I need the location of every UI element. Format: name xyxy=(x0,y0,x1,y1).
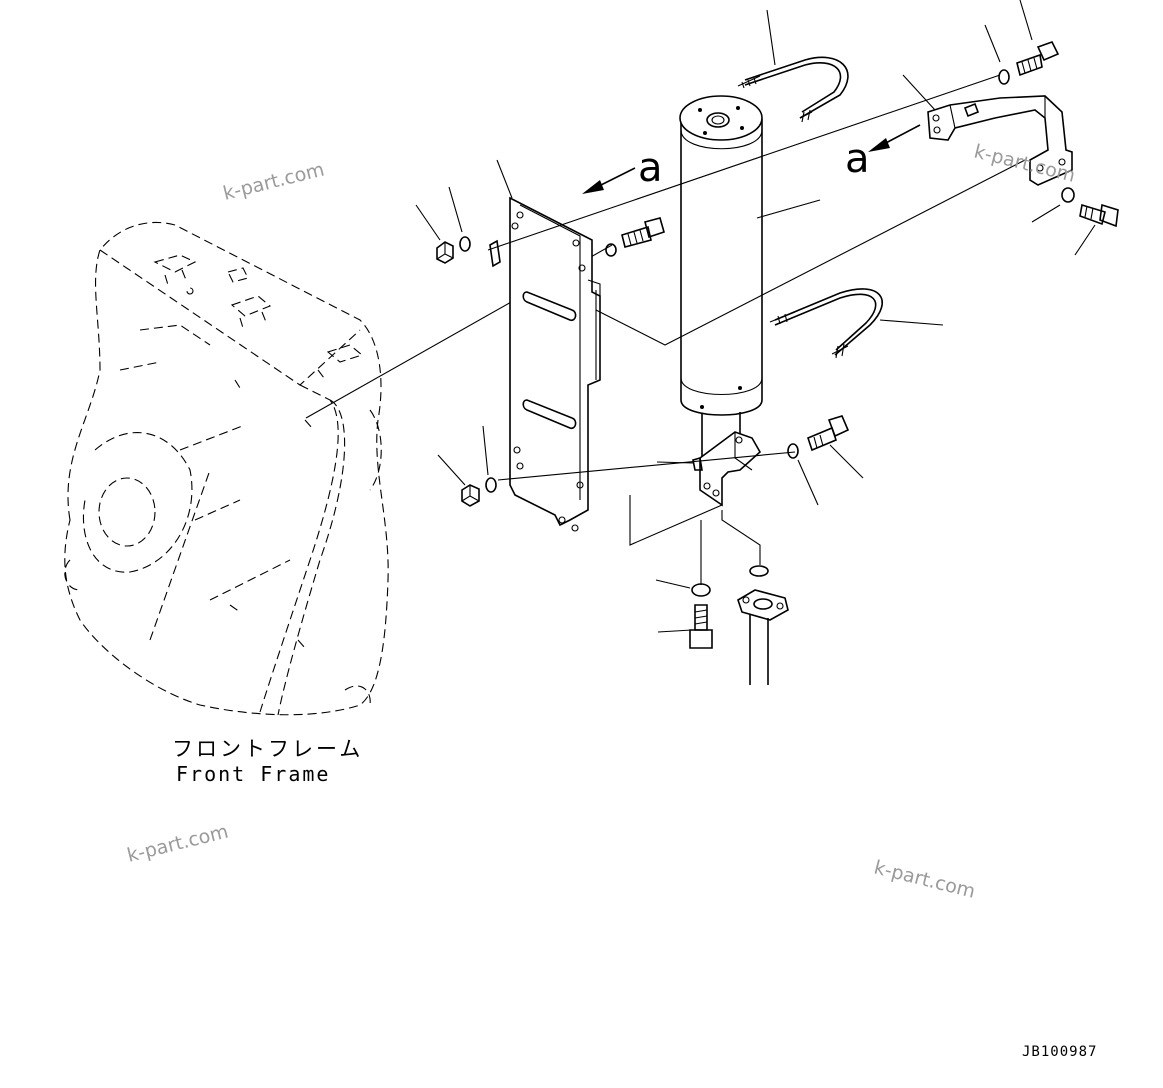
frame-caption-japanese: フロントフレーム xyxy=(172,737,363,761)
frame-caption-english: Front Frame xyxy=(176,762,330,786)
leader-lines xyxy=(415,0,1096,633)
washer-bottom xyxy=(691,583,711,597)
drawing-number: JB100987 xyxy=(1022,1044,1097,1060)
bolt-upper-right xyxy=(1016,41,1060,77)
bolt-plate xyxy=(621,217,665,248)
nut-upper-left xyxy=(436,241,454,264)
alignment-lines xyxy=(487,74,1026,585)
lower-bracket xyxy=(692,431,762,507)
muffler-cylinder xyxy=(679,95,763,460)
bracket-view-letter: a xyxy=(845,136,870,182)
washer-lower-left xyxy=(485,477,497,493)
nut-lower-left xyxy=(461,484,480,507)
upper-strap-bracket xyxy=(927,95,1073,186)
bolt-bottom xyxy=(689,604,713,649)
mounting-plate xyxy=(489,196,601,532)
gasket xyxy=(749,565,769,577)
plate-view-letter: a xyxy=(638,145,663,191)
watermark-bottom-right: k-part.com xyxy=(872,857,978,903)
washer-upper-left xyxy=(459,236,471,252)
bracket-view-arrow: a xyxy=(845,124,921,182)
bolt-lower-bracket xyxy=(807,415,850,452)
watermark-top-left: k-part.com xyxy=(221,158,327,204)
washer-plate xyxy=(605,243,617,257)
plate-view-arrow: a xyxy=(582,145,663,194)
lower-u-bolt xyxy=(769,288,883,359)
washer-upper-right xyxy=(998,69,1010,85)
front-frame xyxy=(64,221,389,716)
upper-u-bolt xyxy=(737,56,849,123)
bolt-right xyxy=(1079,203,1119,228)
exhaust-flange-pipe xyxy=(737,589,789,685)
watermark-bottom-left: k-part.com xyxy=(125,820,231,866)
washer-right xyxy=(1061,187,1075,203)
washer-lower-bracket xyxy=(787,443,799,459)
